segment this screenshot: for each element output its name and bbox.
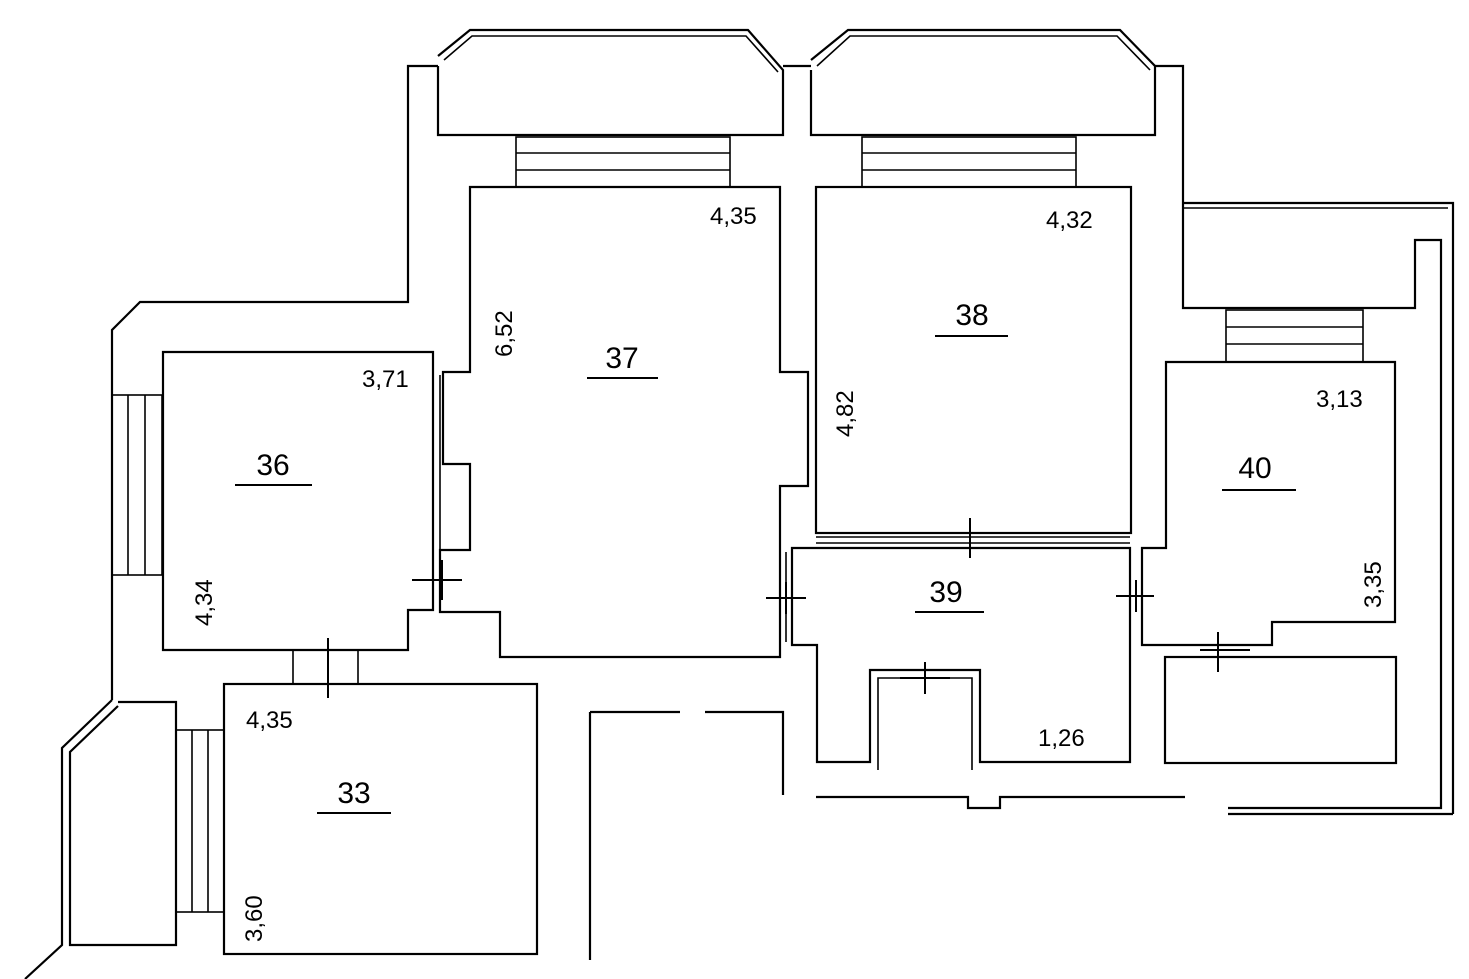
room-33 — [222, 682, 539, 956]
room-38 — [814, 185, 1133, 535]
room-label-38: 38 — [935, 299, 1008, 337]
svg-text:39: 39 — [929, 576, 962, 609]
dim-33-width: 4,35 — [246, 707, 293, 734]
window-room-36 — [111, 394, 163, 576]
dim-36-width: 3,71 — [362, 366, 409, 393]
room-label-37: 37 — [587, 342, 658, 379]
dim-39-width: 1,26 — [1038, 725, 1085, 752]
room-label-40: 40 — [1222, 452, 1296, 491]
svg-text:36: 36 — [256, 449, 289, 482]
dim-38-width: 4,32 — [1046, 207, 1093, 234]
window-room-33 — [175, 729, 225, 913]
room-39 — [785, 536, 1132, 770]
dim-40-height: 3,35 — [1360, 561, 1387, 608]
svg-text:37: 37 — [605, 342, 638, 375]
svg-text:33: 33 — [337, 777, 370, 810]
window-room-37 — [515, 136, 731, 188]
room-label-36: 36 — [235, 449, 312, 486]
dim-40-width: 3,13 — [1316, 386, 1363, 413]
dim-36-height: 4,34 — [191, 579, 218, 626]
passage-36-33 — [292, 649, 359, 685]
window-room-40 — [1225, 309, 1364, 363]
dim-33-height: 3,60 — [241, 895, 268, 942]
storage-room — [1163, 655, 1398, 765]
dim-38-height: 4,82 — [832, 390, 859, 437]
dim-37-width: 4,35 — [710, 203, 757, 230]
window-room-38 — [861, 136, 1077, 188]
room-40 — [1140, 360, 1397, 647]
outer-walls — [24, 28, 1455, 979]
svg-text:38: 38 — [955, 299, 988, 332]
room-label-39: 39 — [915, 576, 984, 613]
room-37 — [438, 185, 810, 659]
door-marks — [327, 518, 1250, 698]
dim-37-height: 6,52 — [491, 310, 518, 357]
svg-text:40: 40 — [1238, 452, 1271, 485]
room-label-33: 33 — [317, 777, 391, 814]
